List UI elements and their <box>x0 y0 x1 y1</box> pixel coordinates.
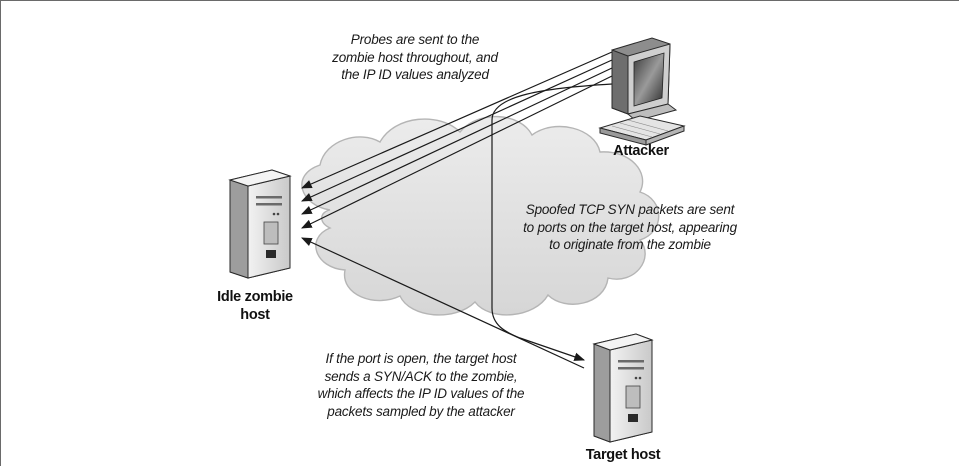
target-server-icon <box>592 333 654 443</box>
target-label: Target host <box>568 446 678 464</box>
zombie-label: Idle zombie host <box>205 288 305 324</box>
spoofed-syn-arrow <box>491 83 613 361</box>
caption-line: to ports on the target host, appearing <box>523 219 737 235</box>
caption-line: which affects the IP ID values of the <box>317 386 525 401</box>
attacker-computer-icon <box>598 37 686 146</box>
network-cloud-icon <box>301 115 660 316</box>
caption-line: the IP ID values analyzed <box>341 67 489 82</box>
probe-arrows <box>301 51 613 229</box>
synack-arrow <box>301 237 585 369</box>
caption-line: to originate from the zombie <box>549 237 711 252</box>
zombie-label-line: host <box>240 307 270 323</box>
zombie-label-line: Idle zombie <box>217 289 293 305</box>
caption-line: Spoofed TCP SYN packets are sent <box>525 202 735 217</box>
probes-caption: Probes are sent to the zombie host throu… <box>300 31 530 84</box>
caption-line: zombie host throughout, and <box>332 49 498 65</box>
attacker-label: Attacker <box>596 142 686 160</box>
spoofed-caption: Spoofed TCP SYN packets are sent to port… <box>496 201 764 254</box>
target-label-text: Target host <box>585 447 661 463</box>
synack-caption: If the port is open, the target host sen… <box>286 350 556 420</box>
caption-line: If the port is open, the target host <box>325 351 517 366</box>
zombie-server-icon <box>228 169 292 279</box>
caption-line: packets sampled by the attacker <box>327 403 515 419</box>
caption-line: sends a SYN/ACK to the zombie, <box>324 368 518 384</box>
attacker-label-text: Attacker <box>613 143 669 159</box>
caption-line: Probes are sent to the <box>350 32 480 47</box>
